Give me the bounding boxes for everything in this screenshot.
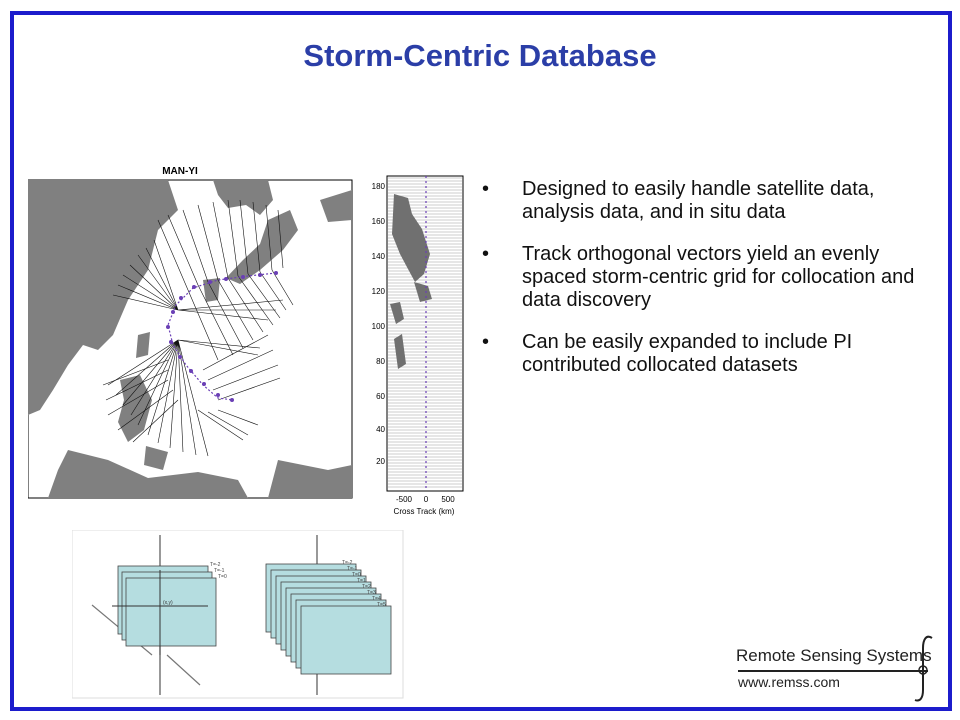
storm-track-line [167, 272, 277, 401]
logo-rule [738, 670, 928, 672]
y-tick: 40 [376, 425, 385, 434]
left-label: T=0 [218, 574, 227, 580]
map-title: MAN-YI [162, 166, 198, 177]
x-tick: 500 [441, 495, 455, 504]
right-label: T=0 [352, 572, 361, 578]
y-tick-labels: 180 160 140 120 100 80 60 40 20 [372, 182, 386, 466]
bullet-dot: • [482, 178, 490, 200]
orthogonal-vectors [102, 199, 294, 457]
bullet-text: Track orthogonal vectors yield an evenly… [522, 243, 915, 311]
left-label: T=-1 [214, 568, 225, 574]
track-land [390, 194, 432, 369]
bullet-list: • Designed to easily handle satellite dat… [482, 178, 927, 396]
right-label: T=-2 [342, 560, 353, 566]
bullet-text: Can be easily expanded to include PI con… [522, 331, 853, 376]
y-tick: 80 [376, 357, 385, 366]
bullet-item: • Can be easily expanded to include PI co… [482, 331, 927, 377]
x-tick: -500 [396, 495, 413, 504]
rss-logo: Remote Sensing Systems www.remss.com [736, 635, 942, 706]
center-label: (x,y) [163, 600, 173, 606]
y-tick: 160 [372, 217, 386, 226]
left-label: T=-2 [210, 562, 221, 568]
bullet-item: • Track orthogonal vectors yield an evenl… [482, 243, 927, 312]
y-tick: 60 [376, 392, 385, 401]
bullet-text: Designed to easily handle satellite data… [522, 178, 875, 223]
right-schematic: T=-2 T=-1 T=0 T=1 T=2 T=3 T=4 T=5 [265, 535, 392, 695]
y-tick: 20 [376, 457, 385, 466]
bullet-dot: • [482, 243, 490, 265]
x-axis-label: Cross Track (km) [394, 507, 455, 516]
y-tick: 120 [372, 287, 386, 296]
grid-schematic-figure: T=-2 T=-1 T=0 (x,y) T=-2 T=-1 T=0 T=1 T=… [72, 530, 404, 699]
slide-frame [10, 11, 952, 711]
right-label: T=5 [377, 602, 386, 608]
bullet-item: • Designed to easily handle satellite dat… [482, 178, 927, 224]
y-tick: 100 [372, 322, 386, 331]
right-label: T=4 [372, 596, 381, 602]
bullet-dot: • [482, 331, 490, 353]
slide-title: Storm-Centric Database [303, 38, 657, 73]
x-tick: 0 [424, 495, 429, 504]
along-track-figure: 180 160 140 120 100 80 60 40 20 -500 0 5… [372, 175, 464, 516]
logo-url: www.remss.com [738, 674, 840, 690]
y-tick: 180 [372, 182, 386, 191]
left-schematic: T=-2 T=-1 T=0 (x,y) [91, 535, 227, 695]
logo-name: Remote Sensing Systems [736, 646, 932, 665]
storm-track-points [166, 271, 278, 402]
right-label: T=-1 [347, 566, 358, 572]
storm-map-figure: MAN-YI [28, 166, 353, 499]
right-label: T=3 [367, 590, 376, 596]
y-tick: 140 [372, 252, 386, 261]
right-label: T=1 [357, 578, 366, 584]
right-label: T=2 [362, 584, 371, 590]
x-tick-labels: -500 0 500 [396, 495, 455, 504]
integral-logo-icon [914, 635, 933, 702]
land-masses [28, 180, 352, 498]
